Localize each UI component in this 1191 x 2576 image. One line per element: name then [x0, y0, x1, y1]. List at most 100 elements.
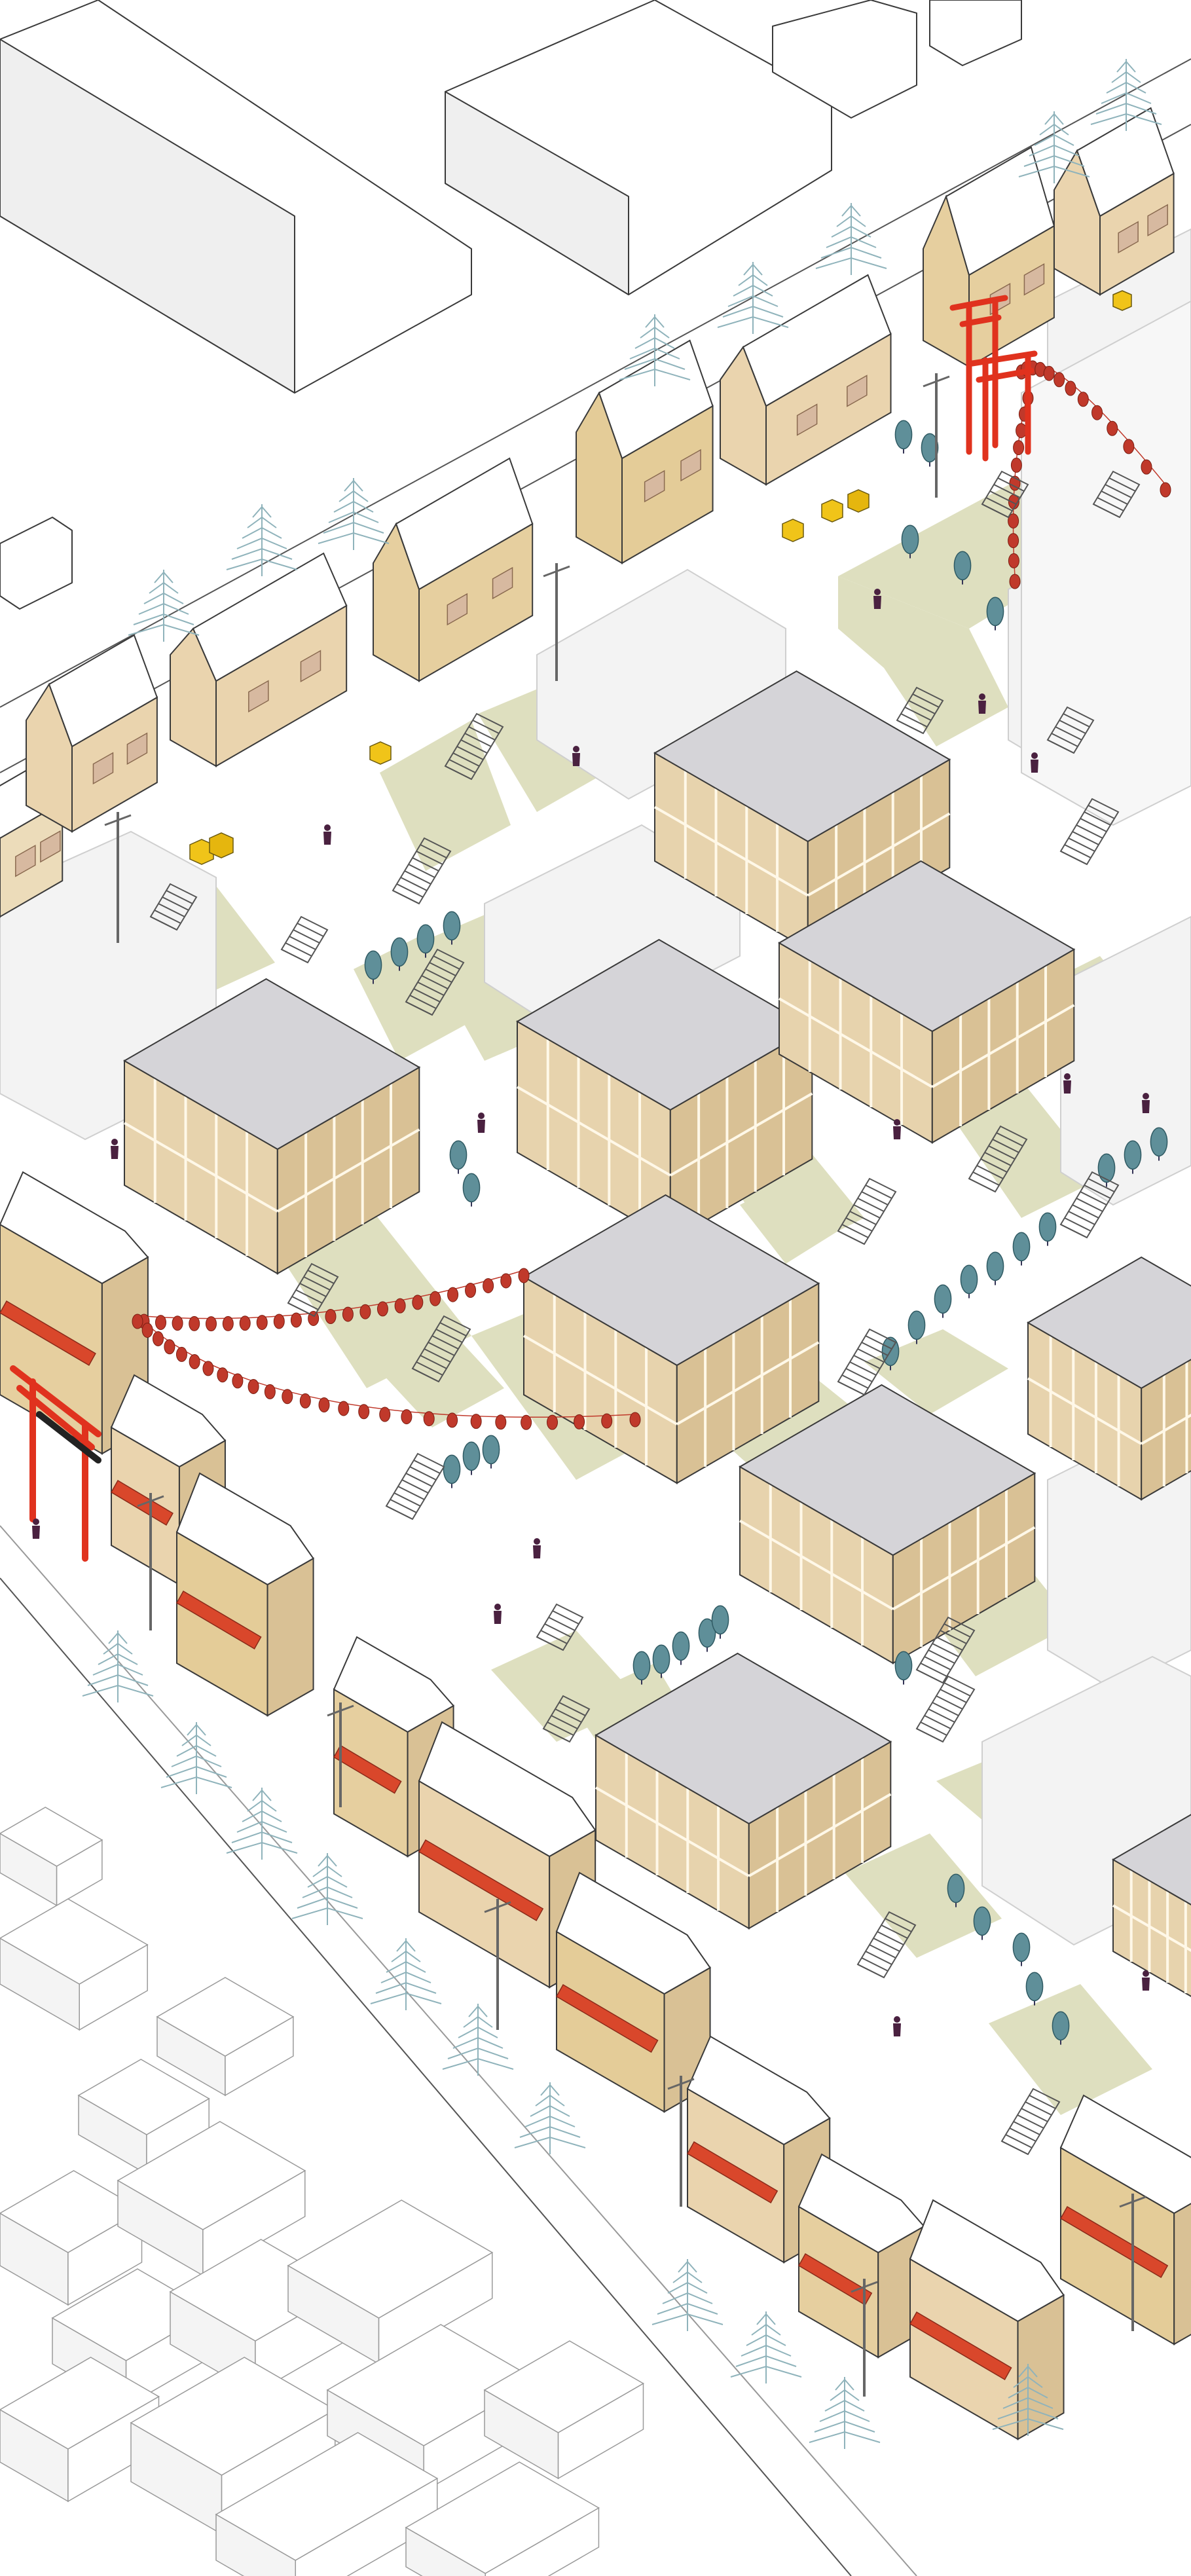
- stairs: [149, 470, 1141, 2156]
- house-window: [248, 680, 269, 713]
- shophouse: [373, 457, 534, 682]
- tree-icon: [318, 478, 390, 550]
- stair-icon: [915, 1675, 976, 1743]
- pavilion-roof: [739, 1384, 1036, 1556]
- house-awning: [555, 1983, 659, 2053]
- house-roof: [48, 634, 158, 748]
- pavilion-roof: [123, 978, 421, 1150]
- tree-icon: [698, 1618, 716, 1652]
- stair-icon: [1059, 798, 1120, 866]
- tree-icon: [1038, 1212, 1057, 1246]
- lantern-icon: [574, 1414, 585, 1429]
- context-block: [0, 1898, 149, 2031]
- tree-icon: [370, 1938, 442, 2010]
- tree-icon: [717, 262, 789, 334]
- context-block: [405, 2461, 600, 2576]
- tree-icon: [1025, 1972, 1044, 2006]
- house-awning: [175, 1590, 262, 1650]
- lantern-icon: [495, 1414, 507, 1430]
- tree-icon: [711, 1605, 729, 1639]
- stair-icon: [1059, 1171, 1120, 1239]
- person-icon: [533, 1538, 541, 1558]
- tree-icon: [226, 504, 298, 576]
- lantern-icon: [175, 1346, 187, 1362]
- lantern-icon: [189, 1316, 200, 1331]
- stair-icon: [392, 837, 452, 905]
- tree-icon: [442, 2004, 514, 2076]
- tree-icon: [973, 1906, 991, 1940]
- context-block: [0, 1807, 103, 1907]
- lantern-icon: [1107, 420, 1118, 436]
- tree-icon: [443, 911, 461, 945]
- pavilion: [739, 1384, 1036, 1665]
- lantern-icon: [282, 1389, 293, 1405]
- tree-icon: [1012, 1232, 1031, 1266]
- lantern-icon: [1054, 372, 1065, 388]
- tree-icon: [730, 2311, 802, 2383]
- stair-icon: [896, 686, 944, 735]
- shophouse: [26, 634, 158, 833]
- shophouse: [175, 1472, 315, 1717]
- pavilion: [1027, 1256, 1191, 1501]
- tree-icon: [619, 314, 691, 386]
- tree-icon: [809, 2377, 881, 2449]
- pavilion: [1112, 1814, 1191, 1997]
- stair-icon: [837, 1328, 897, 1396]
- house-window: [126, 732, 148, 765]
- shophouse: [720, 274, 892, 486]
- lantern-icon: [202, 1361, 214, 1376]
- pavilion: [778, 860, 1076, 1144]
- house-side: [266, 1557, 314, 1717]
- lantern-icon: [1008, 513, 1019, 529]
- pavilion: [595, 1652, 892, 1930]
- house-roof: [395, 457, 534, 591]
- shophouse: [923, 146, 1055, 368]
- lantern-icon: [483, 1278, 494, 1293]
- lantern-icon: [1123, 439, 1135, 454]
- lantern-icon: [1141, 459, 1152, 475]
- people: [32, 589, 1150, 2036]
- tree-icon: [1150, 1127, 1168, 1161]
- pavilion: [123, 978, 421, 1275]
- tree-icon: [482, 1435, 500, 1469]
- stair-icon: [1092, 470, 1141, 519]
- shophouse: [797, 2153, 925, 2359]
- tree-icon: [82, 1630, 154, 1702]
- tree-icon: [901, 524, 919, 559]
- tree-icon: [1018, 111, 1090, 183]
- lantern-icon: [447, 1287, 459, 1302]
- house-roof: [0, 1171, 149, 1285]
- context-blocks-top: [0, 0, 1022, 610]
- lantern-icon: [423, 1411, 435, 1427]
- house-awning: [333, 1744, 402, 1794]
- stair-icon: [1000, 2088, 1061, 2156]
- house-awning: [0, 1300, 96, 1367]
- lantern-icon: [470, 1414, 482, 1429]
- house-roof: [909, 2199, 1065, 2323]
- tree-icon: [1012, 1932, 1031, 1966]
- lantern-icon: [1008, 533, 1019, 549]
- stair-icon: [287, 1262, 339, 1317]
- person-icon: [1142, 1093, 1150, 1113]
- pavilion-roof: [1112, 1814, 1191, 1905]
- house-awning: [686, 2141, 779, 2204]
- tree-icon: [226, 1788, 298, 1860]
- lantern-icon: [1043, 365, 1055, 381]
- lantern-icon: [1091, 405, 1103, 420]
- utility-pole-icon: [104, 373, 1146, 2397]
- house-roof: [686, 2035, 831, 2146]
- tree-icon: [907, 1310, 926, 1344]
- lantern-icon: [1077, 392, 1089, 407]
- house-window: [1023, 263, 1045, 296]
- pavilion: [522, 1194, 820, 1484]
- lantern-icon: [132, 1314, 143, 1329]
- person-icon: [494, 1604, 502, 1624]
- lantern-icon: [264, 1384, 276, 1399]
- context-block: [156, 1977, 295, 2097]
- house-awning: [110, 1479, 174, 1526]
- lantern-icon: [547, 1414, 559, 1430]
- tree-icon: [128, 570, 200, 642]
- pavilion-roof: [522, 1194, 820, 1367]
- house-roof: [742, 274, 892, 407]
